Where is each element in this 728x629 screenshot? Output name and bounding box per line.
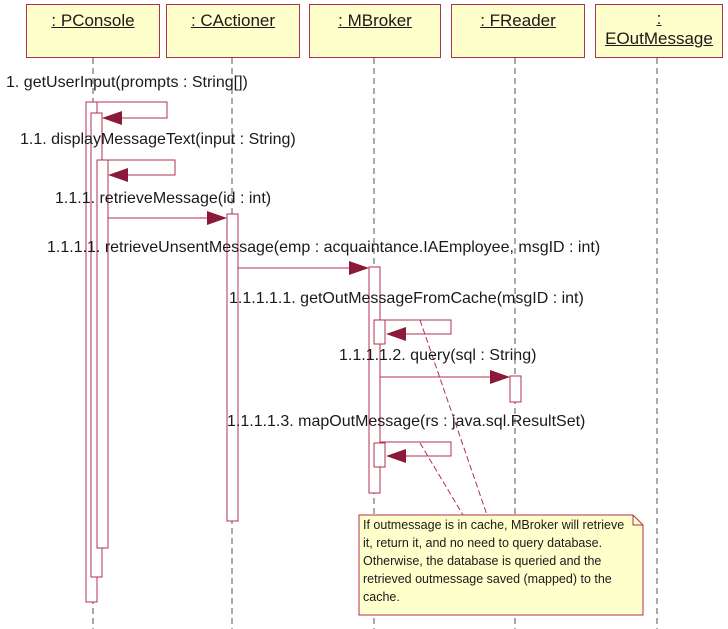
lifeline-label-freader: : FReader (480, 11, 556, 30)
activation-cactioner (226, 213, 239, 522)
lifeline-header-freader[interactable]: : FReader (451, 4, 585, 58)
message-arrow-1-1-1-1 (238, 261, 369, 275)
message-arrow-1-1-1-1-3 (380, 441, 452, 463)
lifeline-label-pconsole: : PConsole (51, 11, 135, 30)
activation-pconsole-inner (96, 159, 109, 549)
activation-mbroker-outer (368, 266, 381, 494)
message-label-1-1-1-1: 1.1.1.1. retrieveUnsentMessage(emp : acq… (47, 239, 601, 256)
lifeline-header-cactioner[interactable]: : CActioner (166, 4, 300, 58)
lifeline-label-mbroker: : MBroker (338, 11, 412, 30)
lifeline-header-eoutmessage[interactable]: : EOutMessage (595, 4, 723, 58)
message-arrow-1-1-1 (108, 211, 227, 225)
message-arrow-1 (97, 101, 168, 125)
activation-mbroker-map (373, 442, 386, 468)
activation-mbroker-cache (373, 319, 386, 345)
message-arrow-1-1 (102, 159, 176, 182)
message-label-1-1-1: 1.1.1. retrieveMessage(id : int) (55, 190, 272, 207)
message-arrow-1-1-1-1-1 (380, 319, 452, 341)
note-connectors (419, 319, 488, 516)
message-label-1-1-1-1-3: 1.1.1.1.3. mapOutMessage(rs : java.sql.R… (227, 413, 586, 430)
note-shape (358, 514, 644, 616)
message-label-1-1: 1.1. displayMessageText(input : String) (20, 131, 296, 148)
lifeline-label-eoutmessage-line2: EOutMessage (605, 29, 713, 48)
activation-freader (509, 375, 522, 403)
lifeline-header-pconsole[interactable]: : PConsole (26, 4, 160, 58)
message-label-1: 1. getUserInput(prompts : String[]) (6, 74, 248, 91)
message-label-1-1-1-1-1: 1.1.1.1.1. getOutMessageFromCache(msgID … (229, 290, 584, 307)
message-label-1-1-1-1-2: 1.1.1.1.2. query(sql : String) (339, 347, 537, 364)
lifeline-label-eoutmessage: : EOutMessage (605, 5, 713, 49)
lifeline-label-cactioner: : CActioner (190, 11, 276, 30)
lifeline-header-mbroker[interactable]: : MBroker (309, 4, 441, 58)
lifeline-label-eoutmessage-line1: : (656, 9, 662, 28)
message-arrow-1-1-1-1-2 (380, 370, 510, 384)
note-text: If outmessage is in cache, MBroker will … (363, 518, 625, 604)
